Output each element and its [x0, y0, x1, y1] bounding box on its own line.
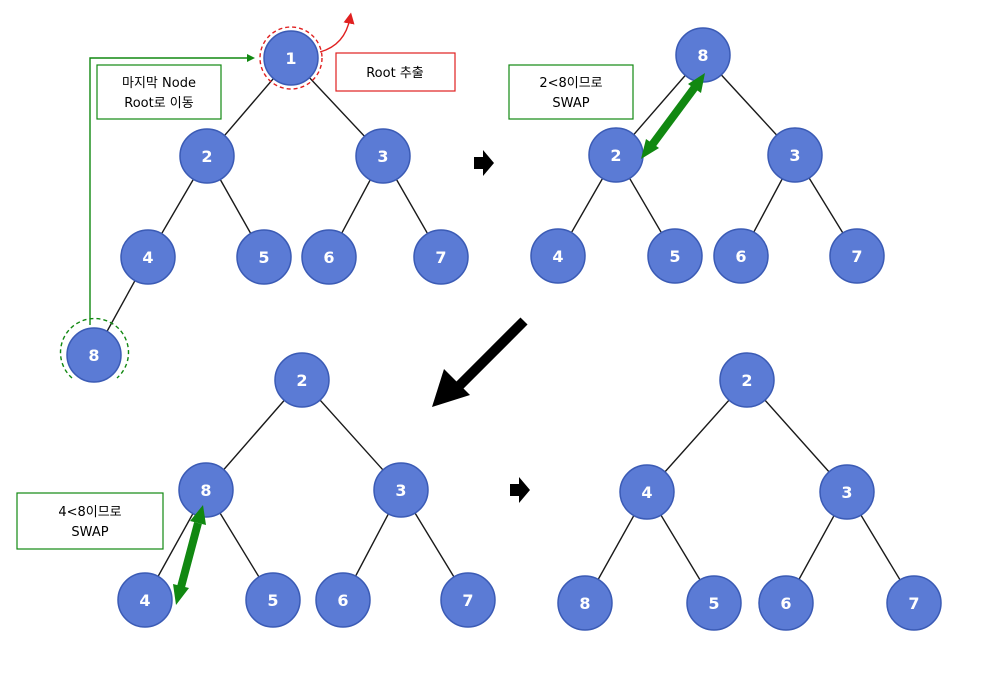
tree-node: 7: [886, 575, 942, 631]
last-node-highlight-ring: [59, 317, 130, 379]
node-label: 7: [462, 591, 473, 610]
node-label: 2: [201, 147, 212, 166]
tree-node: 4: [619, 464, 675, 520]
step3-tree: 2 8 3 4 5 6 7 4<8이므로 SWAP: [16, 352, 496, 628]
move-connector-line: [89, 57, 253, 325]
tree-node: 7: [413, 229, 469, 285]
node-label: 4: [552, 247, 563, 266]
move-note-box: 마지막 Node Root로 이동: [96, 64, 222, 120]
tree-node: 2: [179, 128, 235, 184]
node-label: 7: [435, 248, 446, 267]
node-label: 3: [789, 146, 800, 165]
swap-note-line2: SWAP: [552, 96, 589, 111]
node-label: 7: [908, 594, 919, 613]
double-arrow-icon: [173, 505, 206, 605]
extract-note-text: Root 추출: [366, 66, 424, 81]
tree-node: 8: [66, 327, 122, 383]
tree-node: 4: [530, 228, 586, 284]
root-highlight-ring: [259, 26, 323, 90]
swap-note-box: 4<8이므로 SWAP: [16, 492, 164, 550]
right-arrow-icon: [474, 150, 494, 176]
double-arrow-icon: [641, 73, 705, 159]
node-label: 4: [139, 591, 150, 610]
right-arrow-icon: [510, 477, 530, 503]
move-note-line2: Root로 이동: [124, 96, 194, 111]
tree-node: 6: [301, 229, 357, 285]
tree-node: 4: [117, 572, 173, 628]
tree-node: 6: [315, 572, 371, 628]
node-label: 8: [88, 346, 99, 365]
swap-note-line2: SWAP: [71, 525, 108, 540]
step4-tree: 2 4 3 8 5 6 7: [557, 352, 942, 631]
down-left-arrow-icon: [432, 317, 528, 407]
tree-node: 5: [647, 228, 703, 284]
move-note-line1: 마지막 Node: [122, 76, 196, 91]
node-label: 5: [708, 594, 719, 613]
tree-node: 1: [263, 30, 319, 86]
tree-node: 3: [373, 462, 429, 518]
tree-node: 6: [713, 228, 769, 284]
tree-node: 7: [440, 572, 496, 628]
tree-node: 6: [758, 575, 814, 631]
node-label: 3: [395, 481, 406, 500]
node-label: 6: [735, 247, 746, 266]
node-label: 3: [841, 483, 852, 502]
tree-node: 5: [245, 572, 301, 628]
swap-note-line1: 4<8이므로: [58, 505, 121, 520]
node-label: 1: [285, 49, 296, 68]
node-label: 2: [296, 371, 307, 390]
step1-tree: 1 2 3 4 5 6 7 8 마지막 Node Root로 이동 Root 추…: [59, 12, 469, 383]
node-label: 2: [610, 146, 621, 165]
node-label: 3: [377, 147, 388, 166]
node-label: 6: [323, 248, 334, 267]
node-label: 6: [780, 594, 791, 613]
swap-note-box: 2<8이므로 SWAP: [508, 64, 634, 120]
node-label: 4: [641, 483, 652, 502]
extract-note-box: Root 추출: [335, 52, 456, 92]
extract-arrow-icon: [319, 12, 355, 53]
node-label: 4: [142, 248, 153, 267]
swap-note-line1: 2<8이므로: [539, 76, 602, 91]
node-label: 2: [741, 371, 752, 390]
tree-node: 8: [557, 575, 613, 631]
node-label: 8: [200, 481, 211, 500]
tree-node: 2: [588, 127, 644, 183]
tree-node: 3: [767, 127, 823, 183]
node-label: 5: [669, 247, 680, 266]
tree-node: 3: [819, 464, 875, 520]
step2-tree: 8 2 3 4 5 6 7 2<8이므로 SWAP: [508, 27, 885, 284]
tree-node: 8: [675, 27, 731, 83]
tree-node: 3: [355, 128, 411, 184]
tree-node: 4: [120, 229, 176, 285]
tree-node: 2: [719, 352, 775, 408]
tree-node: 7: [829, 228, 885, 284]
node-label: 6: [337, 591, 348, 610]
node-label: 8: [579, 594, 590, 613]
node-label: 5: [267, 591, 278, 610]
tree-node: 5: [686, 575, 742, 631]
node-label: 8: [697, 46, 708, 65]
node-label: 7: [851, 247, 862, 266]
tree-node: 8: [178, 462, 234, 518]
node-label: 5: [258, 248, 269, 267]
tree-node: 2: [274, 352, 330, 408]
tree-node: 5: [236, 229, 292, 285]
move-connector-arrowhead: [247, 54, 255, 62]
